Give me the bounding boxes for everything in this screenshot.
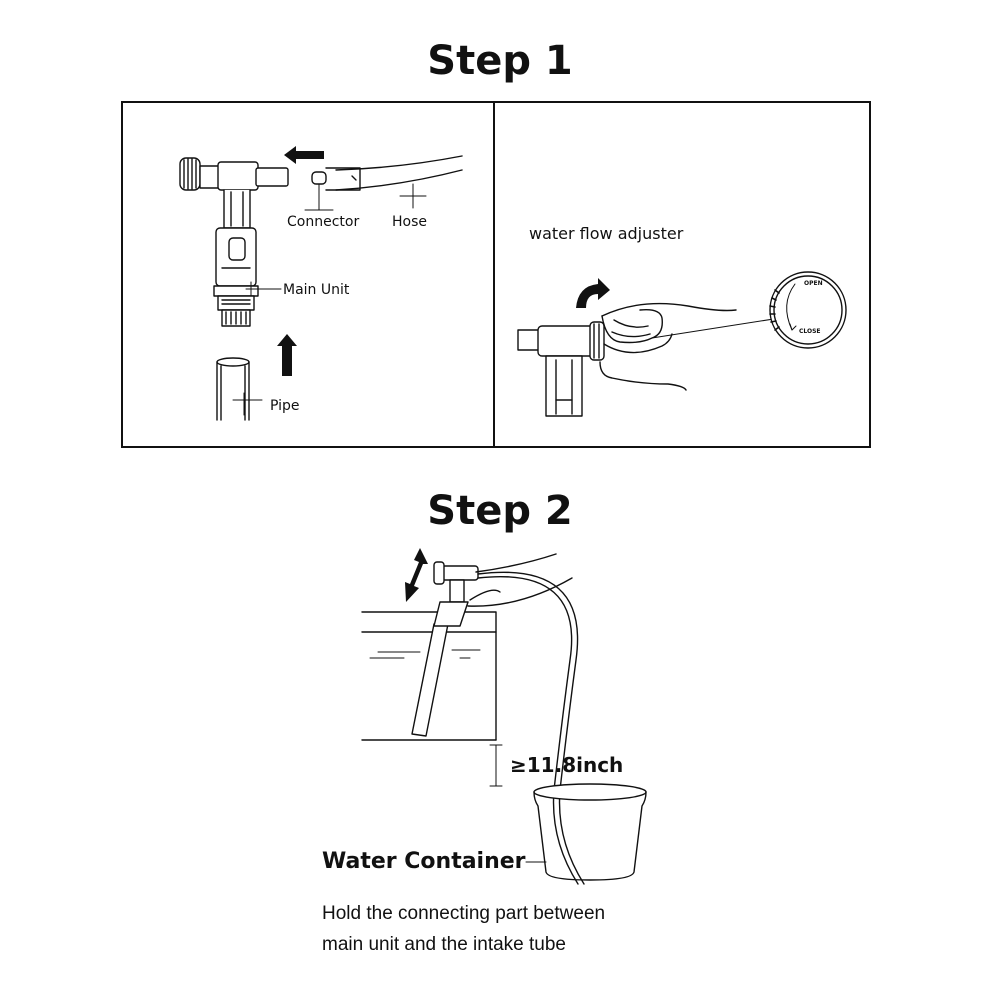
leader-lines <box>232 183 427 416</box>
arrow-up-icon <box>277 334 297 376</box>
main-unit-label: Main Unit <box>283 282 350 298</box>
pipe-drawing <box>216 357 250 421</box>
panel-divider <box>493 103 495 446</box>
dial-drawing <box>769 271 847 349</box>
hand-drawing <box>599 302 781 391</box>
instruction-line-2: main unit and the intake tube <box>322 934 567 955</box>
double-arrow-icon <box>405 548 428 602</box>
step1-title: Step 1 <box>427 38 573 84</box>
dial-open-label: OPEN <box>804 280 823 287</box>
instruction-line-1: Hold the connecting part between <box>322 903 606 924</box>
hose-label: Hose <box>392 214 427 230</box>
dial-close-label: CLOSE <box>799 328 821 335</box>
height-bracket <box>489 744 503 787</box>
height-note: ≥11.8inch <box>510 753 624 777</box>
hose-drawing <box>311 155 463 191</box>
container-drawing <box>525 783 647 881</box>
water-flow-adjuster-label: water flow adjuster <box>529 224 684 243</box>
arrow-left-icon <box>284 146 324 164</box>
adjuster-drawing <box>517 321 605 417</box>
water-container-label: Water Container <box>322 849 526 874</box>
rotate-arrow-icon <box>576 278 610 308</box>
dial-ridges <box>769 289 780 331</box>
main-unit-drawing <box>179 157 289 327</box>
step1-panel <box>121 101 871 448</box>
connector-label: Connector <box>287 214 360 230</box>
pipe-label: Pipe <box>270 398 300 414</box>
step2-title: Step 2 <box>427 488 573 534</box>
tank-drawing <box>361 611 497 741</box>
siphon-drawing <box>411 553 585 885</box>
